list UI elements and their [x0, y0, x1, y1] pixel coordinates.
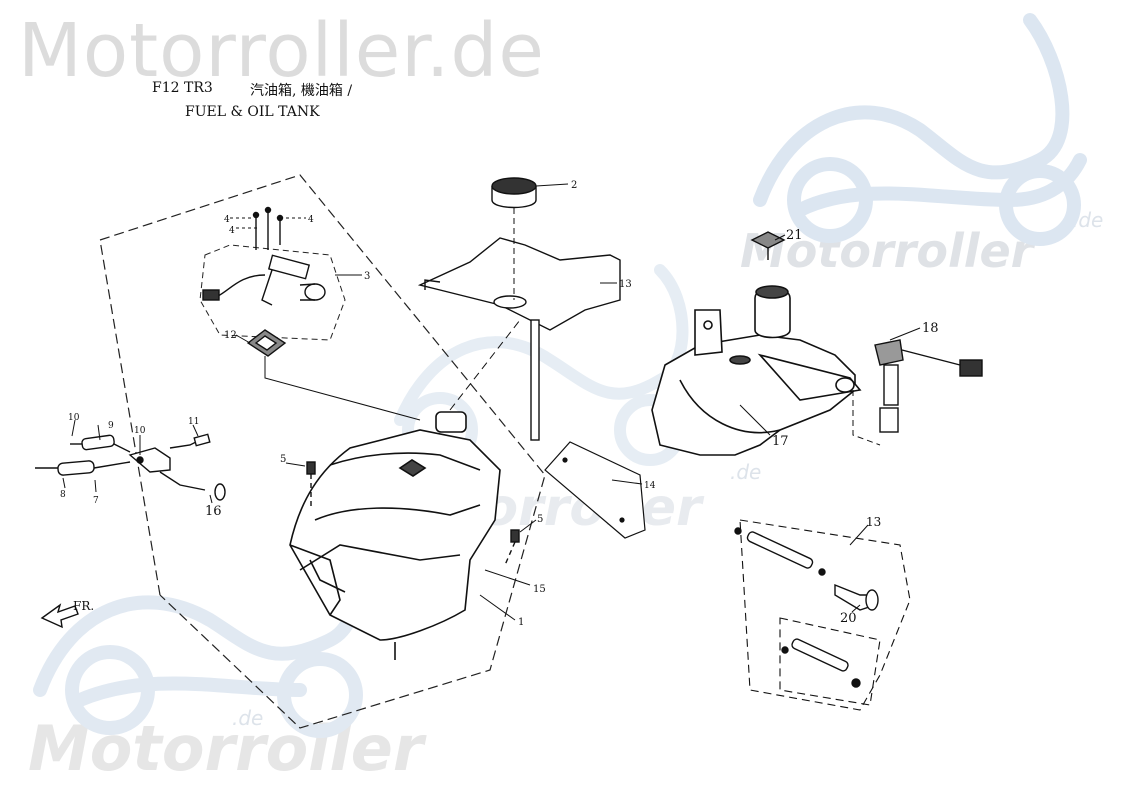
bolt-5-right [504, 529, 520, 566]
scooter-watermark-right [753, 13, 1087, 246]
callout-leaders [62, 183, 921, 621]
gasket-leader [264, 356, 421, 421]
callout-21: 21 [786, 228, 803, 243]
screws-4 [252, 206, 284, 250]
callout-5a: 5 [280, 454, 286, 465]
callout-4b: 4 [229, 226, 235, 236]
diagram-code: F12 TR3 [152, 80, 213, 96]
gasket-12 [246, 329, 287, 357]
callout-10a: 10 [68, 413, 80, 423]
oil-sensor-18 [874, 339, 983, 433]
callout-15: 15 [533, 584, 546, 595]
callout-3: 3 [364, 271, 370, 282]
callout-18: 18 [922, 321, 939, 336]
chinese-title: 汽油箱, 機油箱 / [250, 83, 353, 99]
fuel-pump-box [199, 244, 346, 341]
callout-11: 11 [188, 417, 199, 427]
callout-10b: 10 [134, 426, 146, 436]
oil-cap-21 [750, 231, 786, 260]
front-label: FR. [73, 599, 94, 613]
screw-leaders [230, 217, 306, 229]
watermark-top: Motorroller.de [18, 8, 545, 94]
callout-17: 17 [772, 434, 789, 449]
callout-20: 20 [840, 611, 857, 626]
fuel-tank [289, 411, 501, 660]
callout-12: 12 [224, 330, 237, 341]
bolt-5-left [306, 461, 316, 510]
callout-8: 8 [60, 490, 66, 500]
watermark-mid-suffix: .de [730, 460, 762, 484]
bracket-axis [449, 319, 521, 411]
callout-13a: 13 [619, 279, 632, 290]
tank-bracket [417, 237, 621, 441]
callout-2: 2 [571, 180, 577, 191]
front-arrow [40, 603, 79, 629]
fuel-cap [491, 177, 537, 209]
callout-13b: 13 [866, 515, 881, 529]
callout-14: 14 [644, 481, 656, 491]
tank-group-boundary [99, 174, 546, 729]
tank-pad [544, 441, 646, 539]
watermark-bottom-suffix: .de [232, 706, 264, 730]
watermark-right: Motorroller [740, 224, 1034, 278]
callout-5b: 5 [537, 514, 543, 525]
oil-hose [734, 527, 879, 688]
callout-7: 7 [93, 496, 99, 506]
callout-4c: 4 [308, 215, 314, 225]
english-title: FUEL & OIL TANK [185, 104, 320, 120]
oil-tank-leader [852, 390, 881, 446]
oil-hose-box [739, 519, 911, 711]
callout-1: 1 [518, 617, 524, 628]
callout-4a: 4 [224, 215, 230, 225]
callout-16: 16 [205, 504, 222, 519]
callout-9: 9 [108, 421, 114, 431]
fuel-sender [202, 254, 326, 306]
oil-tank [651, 285, 862, 456]
